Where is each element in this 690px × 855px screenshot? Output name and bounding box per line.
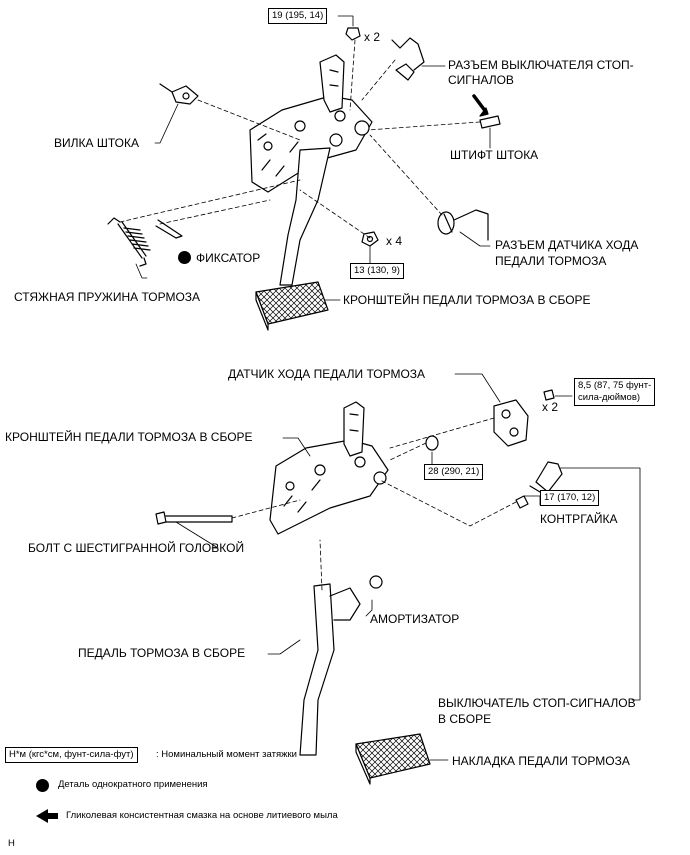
- sensor-torque-line-2: сила-дюймов): [578, 392, 641, 403]
- top-stop-switch-connector-label-1: РАЗЪЕМ ВЫКЛЮЧАТЕЛЯ СТОП-: [448, 58, 634, 72]
- clip: [155, 219, 183, 239]
- legend-grease: Гликолевая консистентная смазка на основ…: [66, 810, 338, 821]
- locknut-torque: 17 (170, 12): [540, 490, 600, 506]
- bottom-leader-lines: [175, 373, 641, 761]
- bottom-pedal-pad: [355, 733, 431, 785]
- clevis: [159, 83, 199, 105]
- top-stroke-sensor-connector: [437, 209, 489, 241]
- hex-bolt-label: БОЛТ С ШЕСТИГРАННОЙ ГОЛОВКОЙ: [28, 541, 245, 555]
- legend-non-reusable: Деталь однократного применения: [58, 779, 208, 790]
- sensor-multiplier: x 2: [542, 400, 559, 414]
- corner-mark: H: [8, 838, 15, 849]
- hex-bolt: [155, 511, 233, 525]
- bottom-nut-torque: 28 (290, 21): [424, 464, 484, 480]
- top-bolt-multiplier: x 2: [364, 30, 381, 44]
- legend-torque-unit: Н*м (кгс*см, фунт-сила-фут): [5, 747, 138, 763]
- top-nut: [361, 231, 379, 247]
- top-dashed-lines: [119, 39, 481, 239]
- sensor-torque: 8,5 (87, 75 фунт- сила-дюймов): [574, 378, 656, 406]
- bottom-dashed-lines: [231, 417, 517, 591]
- top-bracket: [249, 54, 373, 193]
- cushion-label: АМОРТИЗАТОР: [370, 612, 460, 626]
- legend-torque-desc: : Номинальный момент затяжки: [156, 749, 297, 760]
- bottom-bracket: [269, 401, 389, 535]
- pedal-pad-label: НАКЛАДКА ПЕДАЛИ ТОРМОЗА: [452, 754, 630, 768]
- top-pedal-arm: [279, 147, 331, 286]
- locknut-label: КОНТРГАЙКА: [540, 512, 618, 526]
- push-rod-pin: [472, 94, 501, 129]
- return-spring-label: СТЯЖНАЯ ПРУЖИНА ТОРМОЗА: [14, 290, 201, 304]
- bottom-sensor-screw: [543, 389, 555, 401]
- top-stop-switch-connector: [391, 37, 425, 81]
- top-nut-multiplier: x 4: [386, 234, 403, 248]
- top-leader-lines: [135, 15, 491, 301]
- top-bolt-torque: 19 (195, 14): [268, 8, 328, 24]
- bottom-nut: [425, 435, 439, 451]
- stroke-sensor-connector-label-1: РАЗЪЕМ ДАТЧИКА ХОДА: [495, 238, 639, 252]
- grease-arrow-icon: [36, 809, 58, 823]
- top-bolt: [345, 27, 361, 41]
- stroke-sensor-label: ДАТЧИК ХОДА ПЕДАЛИ ТОРМОЗА: [228, 367, 426, 381]
- non-reusable-marker-icon: [178, 251, 191, 264]
- top-nut-torque: 13 (130, 9): [350, 263, 404, 279]
- push-rod-pin-label: ШТИФТ ШТОКА: [450, 148, 539, 162]
- stroke-sensor-connector-label-2: ПЕДАЛИ ТОРМОЗА: [495, 254, 607, 268]
- bottom-bracket-label: КРОНШТЕЙН ПЕДАЛИ ТОРМОЗА В СБОРЕ: [5, 430, 253, 444]
- top-bracket-label: КРОНШТЕЙН ПЕДАЛИ ТОРМОЗА В СБОРЕ: [343, 293, 591, 307]
- top-stop-switch-connector-label-2: СИГНАЛОВ: [448, 73, 514, 87]
- bottom-stroke-sensor: [493, 399, 529, 447]
- stop-switch-label-1: ВЫКЛЮЧАТЕЛЬ СТОП-СИГНАЛОВ: [438, 696, 636, 710]
- clevis-label: ВИЛКА ШТОКА: [54, 136, 139, 150]
- stop-switch-label-2: В СБОРЕ: [438, 712, 492, 726]
- clip-label: ФИКСАТОР: [196, 251, 261, 265]
- return-spring: [107, 217, 151, 267]
- bottom-locknut: [515, 495, 529, 509]
- bottom-pedal-arm: [299, 583, 361, 756]
- bottom-stop-switch: [529, 461, 563, 493]
- top-pedal-pad: [255, 281, 329, 331]
- sensor-torque-line-1: 8,5 (87, 75 фунт-: [578, 380, 652, 391]
- legend-non-reusable-icon: [36, 779, 49, 792]
- bottom-pedal-label: ПЕДАЛЬ ТОРМОЗА В СБОРЕ: [78, 646, 246, 660]
- cushion: [369, 575, 383, 589]
